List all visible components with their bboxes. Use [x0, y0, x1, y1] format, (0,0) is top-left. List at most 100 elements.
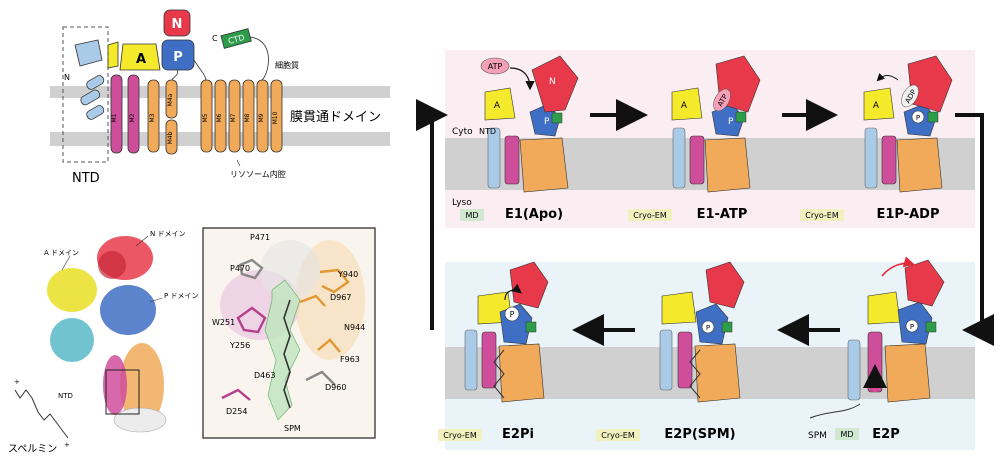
cycle-panel: Cyto Lyso A P N ATP NTD MD E1(Apo): [416, 50, 994, 450]
topology-ctd-label: CTD: [227, 33, 245, 46]
residue-label: D967: [330, 293, 351, 302]
helix-label: M5: [202, 113, 209, 122]
topology-p-domain: [161, 39, 195, 71]
method-badge: [628, 209, 672, 221]
method-badge: [800, 209, 844, 221]
p-label: P: [510, 310, 515, 319]
atp-label: ATP: [488, 62, 503, 71]
helix-m8: [242, 79, 255, 153]
helix-label: M1: [111, 113, 118, 122]
residue-label: P470: [230, 264, 250, 273]
cycle-arrow-right: [955, 113, 994, 346]
residue-label: D254: [226, 407, 247, 416]
binding-site-panel: P471 P470 Y940 D967 W251 N944 Y256 F963 …: [202, 227, 376, 439]
n-term-label: N: [64, 73, 70, 82]
tm-helices: [110, 74, 283, 155]
spermine-skeleton: [14, 389, 69, 439]
structure-p-domain: [100, 285, 156, 335]
topology-a-label: A: [136, 52, 146, 67]
a-label: A: [494, 101, 501, 111]
residue-label: Y940: [337, 270, 358, 279]
topology-p-label: P: [173, 50, 183, 65]
residue-labels: P471 P470 Y940 D967 W251 N944 Y256 F963 …: [212, 233, 365, 433]
helix-m5: [200, 79, 213, 153]
helix-labels: M1 M2 M3 M4a M4b M5 M6 M7 M8 M9 M10: [111, 93, 279, 144]
tm-domain-label: 膜貫通ドメイン: [290, 110, 381, 125]
helix-m10: [270, 79, 283, 153]
ntd-helix: [86, 75, 105, 90]
residue-label: D960: [325, 383, 346, 392]
helix-m4a: [165, 79, 178, 119]
state-name: E2P(SPM): [664, 427, 735, 442]
method-badge: [460, 209, 484, 221]
zoom-box: [105, 369, 140, 415]
ctd-linker: [249, 36, 269, 81]
helix-m7: [228, 79, 241, 153]
cyto-label: Cyto: [452, 127, 473, 137]
method-label: MD: [840, 430, 853, 439]
ntd-label: NTD: [72, 171, 100, 186]
p-label: P: [916, 114, 920, 122]
helix-label: M2: [129, 113, 136, 122]
residue-label: Y256: [229, 341, 250, 350]
structure-panel: N ドメイン A ドメイン P ドメイン NTD + + スペルミン: [8, 230, 198, 455]
charge-label: +: [64, 441, 70, 449]
helix-label: M3: [149, 113, 156, 122]
helix-m2: [127, 74, 140, 154]
topology-a-domain: [119, 43, 161, 71]
state-name: E2Pi: [502, 427, 534, 442]
method-label: Cryo-EM: [633, 211, 667, 220]
state-e2pi: P Cryo-EM E2Pi: [438, 261, 549, 442]
density-mesh: [264, 279, 301, 421]
topology-panel: N A N P CTD C 細胞質: [50, 9, 390, 186]
spermine-label: スペルミン: [8, 444, 57, 455]
p-label: P: [910, 323, 914, 331]
helix-m4b: [165, 119, 178, 155]
structure-tm-magenta: [103, 355, 127, 415]
state-e1-apo: A P N ATP NTD MD E1(Apo): [460, 55, 579, 222]
charge-label: +: [14, 378, 20, 386]
state-e1-atp: A P ATP Cryo-EM E1-ATP: [628, 55, 761, 222]
helix-label: M10: [272, 111, 279, 124]
method-label: Cryo-EM: [805, 211, 839, 220]
helix-m3: [147, 79, 160, 153]
structure-ntd: [50, 318, 94, 362]
p-domain-label: P ドメイン: [164, 292, 198, 300]
method-label: Cryo-EM: [443, 431, 477, 440]
method-badge: [835, 428, 859, 440]
residue-label: SPM: [284, 424, 301, 433]
topology-n-label: N: [172, 17, 183, 32]
state-e2p: P SPM MD E2P: [808, 256, 945, 442]
ntd-shape: [74, 39, 103, 67]
residue-label: N944: [344, 323, 365, 332]
helix-label: M9: [258, 113, 265, 122]
lumen-label: リソソーム内腔: [230, 169, 286, 179]
c-term-label: C: [212, 34, 218, 43]
n-domain-label: N ドメイン: [150, 230, 185, 238]
residue-label: W251: [212, 318, 235, 327]
structure-a-domain: [47, 268, 97, 312]
ntd-box: [62, 26, 109, 163]
structure-tm: [120, 343, 164, 427]
topology-ctd: [220, 28, 252, 49]
cytoplasm-label: 細胞質: [275, 60, 299, 70]
topology-n-domain: [163, 9, 191, 37]
helix-m6: [214, 79, 227, 153]
state-e1p-adp: A P ADP Cryo-EM E1P-ADP: [800, 55, 953, 222]
method-badge: [596, 429, 640, 441]
method-label: Cryo-EM: [601, 431, 635, 440]
p-label: P: [706, 324, 710, 332]
ntd-helix: [86, 105, 105, 120]
residue-label: F963: [340, 355, 360, 364]
helix-m1: [110, 74, 123, 154]
a-domain-label: A ドメイン: [44, 249, 79, 257]
state-name: E1P-ADP: [876, 207, 939, 222]
a-label: A: [873, 101, 880, 111]
helix-label: M4b: [167, 131, 174, 144]
state-name: E1-ATP: [697, 207, 748, 222]
helix-label: M8: [244, 113, 251, 122]
residue-label: D463: [254, 371, 275, 380]
n-label: N: [549, 77, 556, 87]
structure-ntd-label: NTD: [58, 392, 73, 400]
